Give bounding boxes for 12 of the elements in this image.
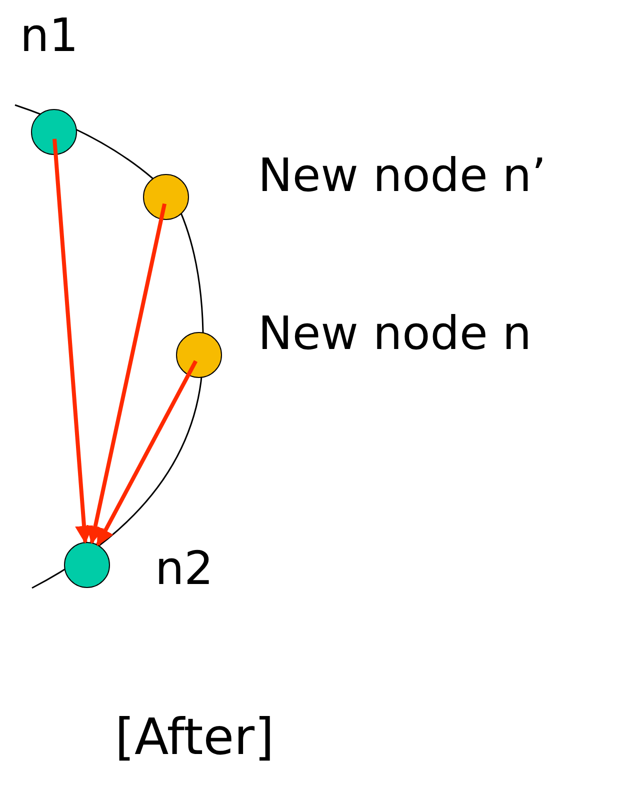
node-circle — [64, 542, 110, 588]
caption-label: [After] — [115, 712, 274, 762]
node-circle — [143, 174, 189, 220]
node-caption: n2 — [155, 545, 214, 591]
arrow — [52, 138, 93, 544]
arrow — [86, 203, 166, 544]
node-circle — [31, 109, 77, 155]
node-caption: New node n’ — [258, 152, 546, 198]
node-caption: New node n — [258, 310, 532, 356]
node-caption: n1 — [20, 12, 78, 58]
arrow — [96, 360, 198, 546]
node-circle — [176, 332, 222, 378]
